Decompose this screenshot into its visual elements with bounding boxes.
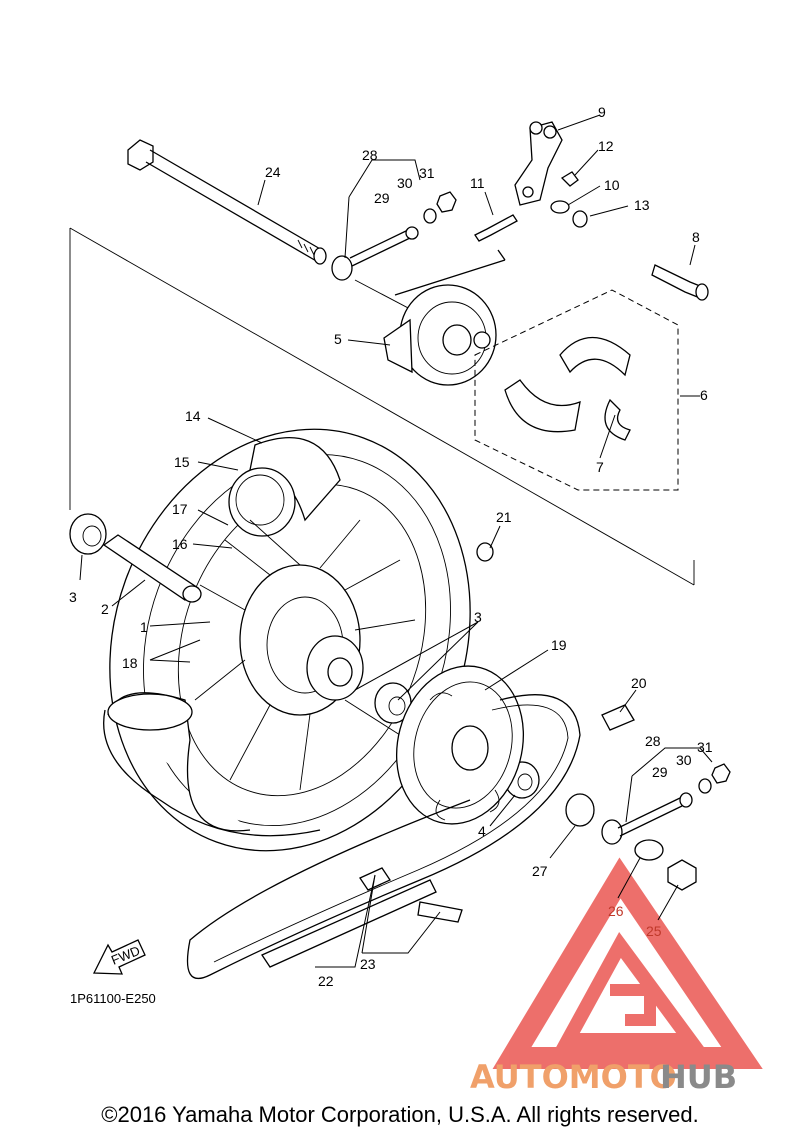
callout-24: 24 [265,164,281,180]
callout-14: 14 [185,408,201,424]
upper-fastener-set [331,191,457,281]
callout-9: 9 [598,104,606,120]
callout-5: 5 [334,331,342,347]
callout-8: 8 [692,229,700,245]
bolt-8-part [651,264,709,301]
fwd-arrow-icon: FWD [92,939,146,975]
brake-shoe-set [474,289,679,491]
callout-4: 4 [478,823,486,839]
chain-part [186,694,581,980]
callout-21: 21 [496,509,512,525]
callout-3a: 3 [69,589,77,605]
callout-28a: 28 [362,147,378,163]
callout-leaders [79,114,713,968]
callout-numbers: 1 2 3 3 4 5 6 7 8 9 10 11 12 13 14 15 16… [69,104,713,989]
callout-18: 18 [122,655,138,671]
sprocket-part [395,665,525,825]
callout-22: 22 [318,973,334,989]
callout-19: 19 [551,637,567,653]
callout-27: 27 [532,863,548,879]
watermark-text: AUTOMOTO HUB [470,1058,737,1096]
hub-part [194,519,416,791]
callout-28b: 28 [645,733,661,749]
callout-10: 10 [604,177,620,193]
bearings-and-spacer [69,513,540,799]
callout-30a: 30 [397,175,413,191]
callout-15: 15 [174,454,190,470]
callout-17: 17 [172,501,188,517]
copyright-notice: ©2016 Yamaha Motor Corporation, U.S.A. A… [101,1102,699,1127]
diagram-code: 1P61100-E250 [70,991,156,1006]
callout-29a: 29 [374,190,390,206]
watermark-word-a: AUTOMOTO [470,1058,677,1096]
callout-3b: 3 [474,609,482,625]
callout-31b: 31 [697,739,713,755]
callout-23: 23 [360,956,376,972]
callout-11: 11 [470,175,485,191]
callout-26: 26 [608,903,624,919]
callout-1: 1 [140,619,148,635]
callout-13: 13 [634,197,650,213]
callout-29b: 29 [652,764,668,780]
brake-plate-part [383,249,506,386]
callout-20: 20 [631,675,647,691]
lower-fastener-set [359,704,731,923]
callout-25: 25 [646,923,662,939]
callout-30b: 30 [676,752,692,768]
callout-12: 12 [598,138,614,154]
watermark-logo [492,857,763,1069]
watermark-word-b: HUB [660,1058,737,1096]
callout-6: 6 [700,387,708,403]
callout-7: 7 [596,459,604,475]
callout-2: 2 [101,601,109,617]
callout-31a: 31 [419,165,435,181]
axle-part [127,139,327,265]
brake-lever-part [474,121,588,242]
callout-16: 16 [172,536,188,552]
